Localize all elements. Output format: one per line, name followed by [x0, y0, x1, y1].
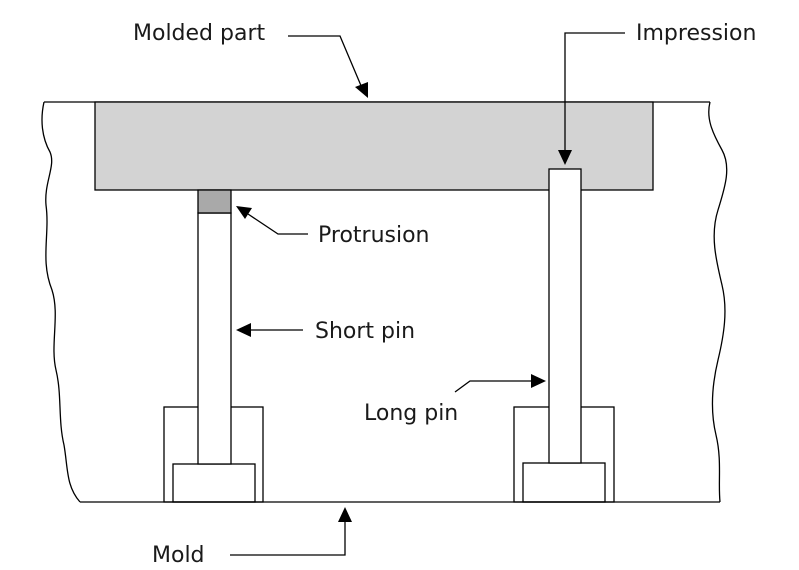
- arrowhead-icon: [558, 150, 572, 165]
- protrusion-leader: [236, 206, 308, 235]
- long-pin: [548, 168, 582, 464]
- mold-left-break-edge: [41, 101, 81, 503]
- mold-label: Mold: [152, 543, 205, 568]
- molded-part-label: Molded part: [133, 21, 266, 46]
- short-pin: [197, 212, 232, 465]
- mold-right-break-edge: [708, 101, 728, 503]
- protrusion: [197, 189, 232, 214]
- arrowhead-icon: [338, 507, 352, 522]
- arrowhead-icon: [236, 206, 252, 219]
- long-pin-assembly: [513, 168, 615, 503]
- short-pin-leader: [236, 323, 303, 337]
- arrowhead-icon: [531, 374, 546, 388]
- long-pin-head: [522, 462, 606, 503]
- short-pin-label: Short pin: [315, 319, 415, 344]
- arrowhead-icon: [355, 82, 368, 98]
- mold-leader: [230, 507, 352, 556]
- impression-label: Impression: [636, 21, 756, 46]
- long-pin-leader: [454, 374, 546, 393]
- short-pin-assembly: [163, 189, 264, 503]
- protrusion-label: Protrusion: [318, 223, 430, 248]
- long-pin-label: Long pin: [364, 401, 458, 426]
- arrowhead-icon: [236, 323, 251, 337]
- molded-part-leader: [288, 35, 368, 98]
- short-pin-head: [172, 463, 256, 503]
- impression-leader: [558, 32, 625, 165]
